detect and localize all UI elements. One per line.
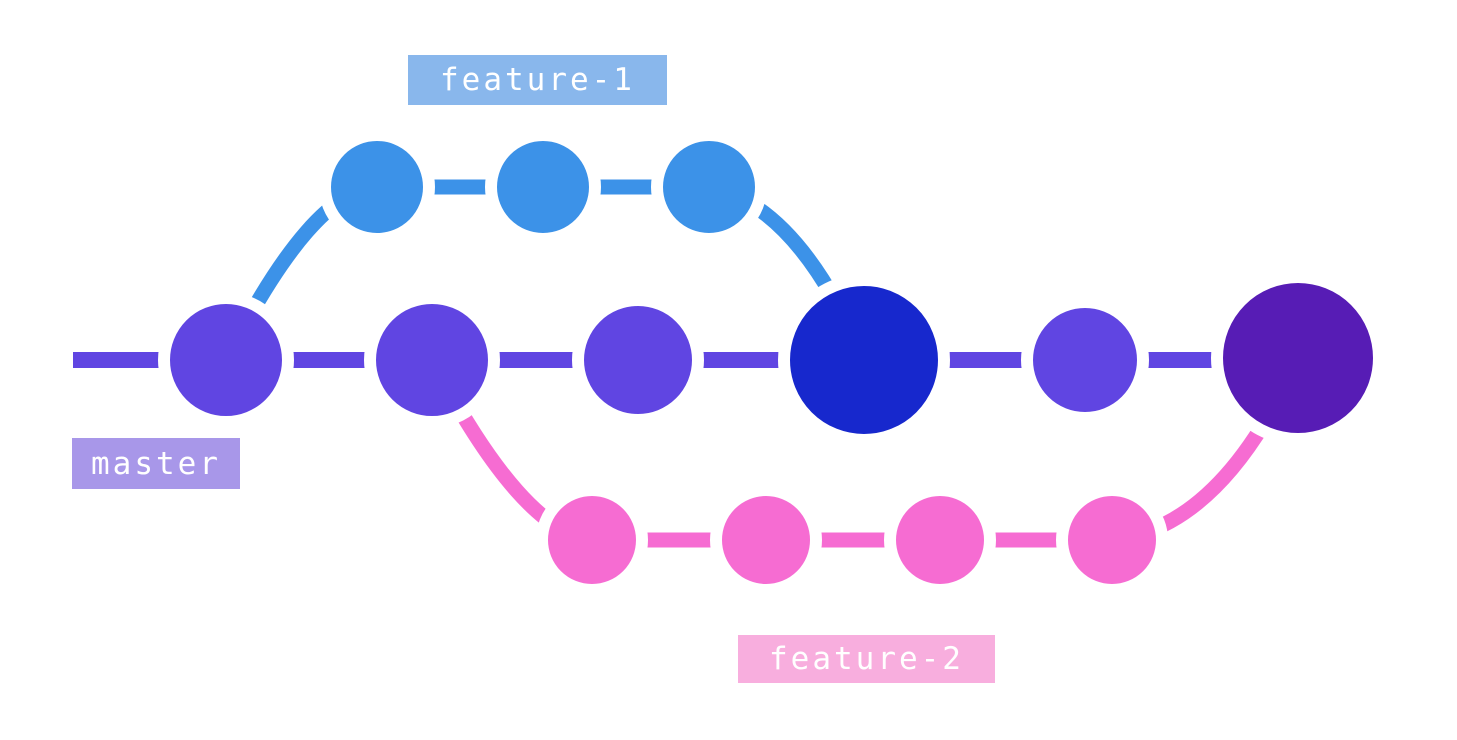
commit-node-master-5 bbox=[1021, 296, 1149, 424]
feature-1-branch-label: feature-1 bbox=[408, 55, 667, 105]
commit-node-feature-1-2 bbox=[485, 129, 601, 245]
feature-1-branch-label-text: feature-1 bbox=[440, 62, 635, 98]
commit-node-master-2 bbox=[364, 292, 500, 428]
commit-node-master-3 bbox=[572, 294, 704, 426]
commit-node-feature-2-1 bbox=[536, 484, 648, 596]
feature-2-branch-line bbox=[425, 354, 1305, 548]
commit-node-feature-2-3 bbox=[884, 484, 996, 596]
commit-node-feature-2-2 bbox=[710, 484, 822, 596]
master-branch-label: master bbox=[72, 438, 240, 489]
commit-node-feature-1-3 bbox=[651, 129, 767, 245]
commit-node-master-1 bbox=[158, 292, 294, 428]
final-commit-node bbox=[1211, 271, 1385, 445]
feature-2-branch-label-text: feature-2 bbox=[769, 641, 964, 677]
commit-node-feature-2-4 bbox=[1056, 484, 1168, 596]
merge-commit-node bbox=[778, 274, 950, 446]
master-branch-label-text: master bbox=[91, 445, 221, 482]
feature-2-branch-label: feature-2 bbox=[738, 635, 995, 683]
commit-node-feature-1-1 bbox=[319, 129, 435, 245]
